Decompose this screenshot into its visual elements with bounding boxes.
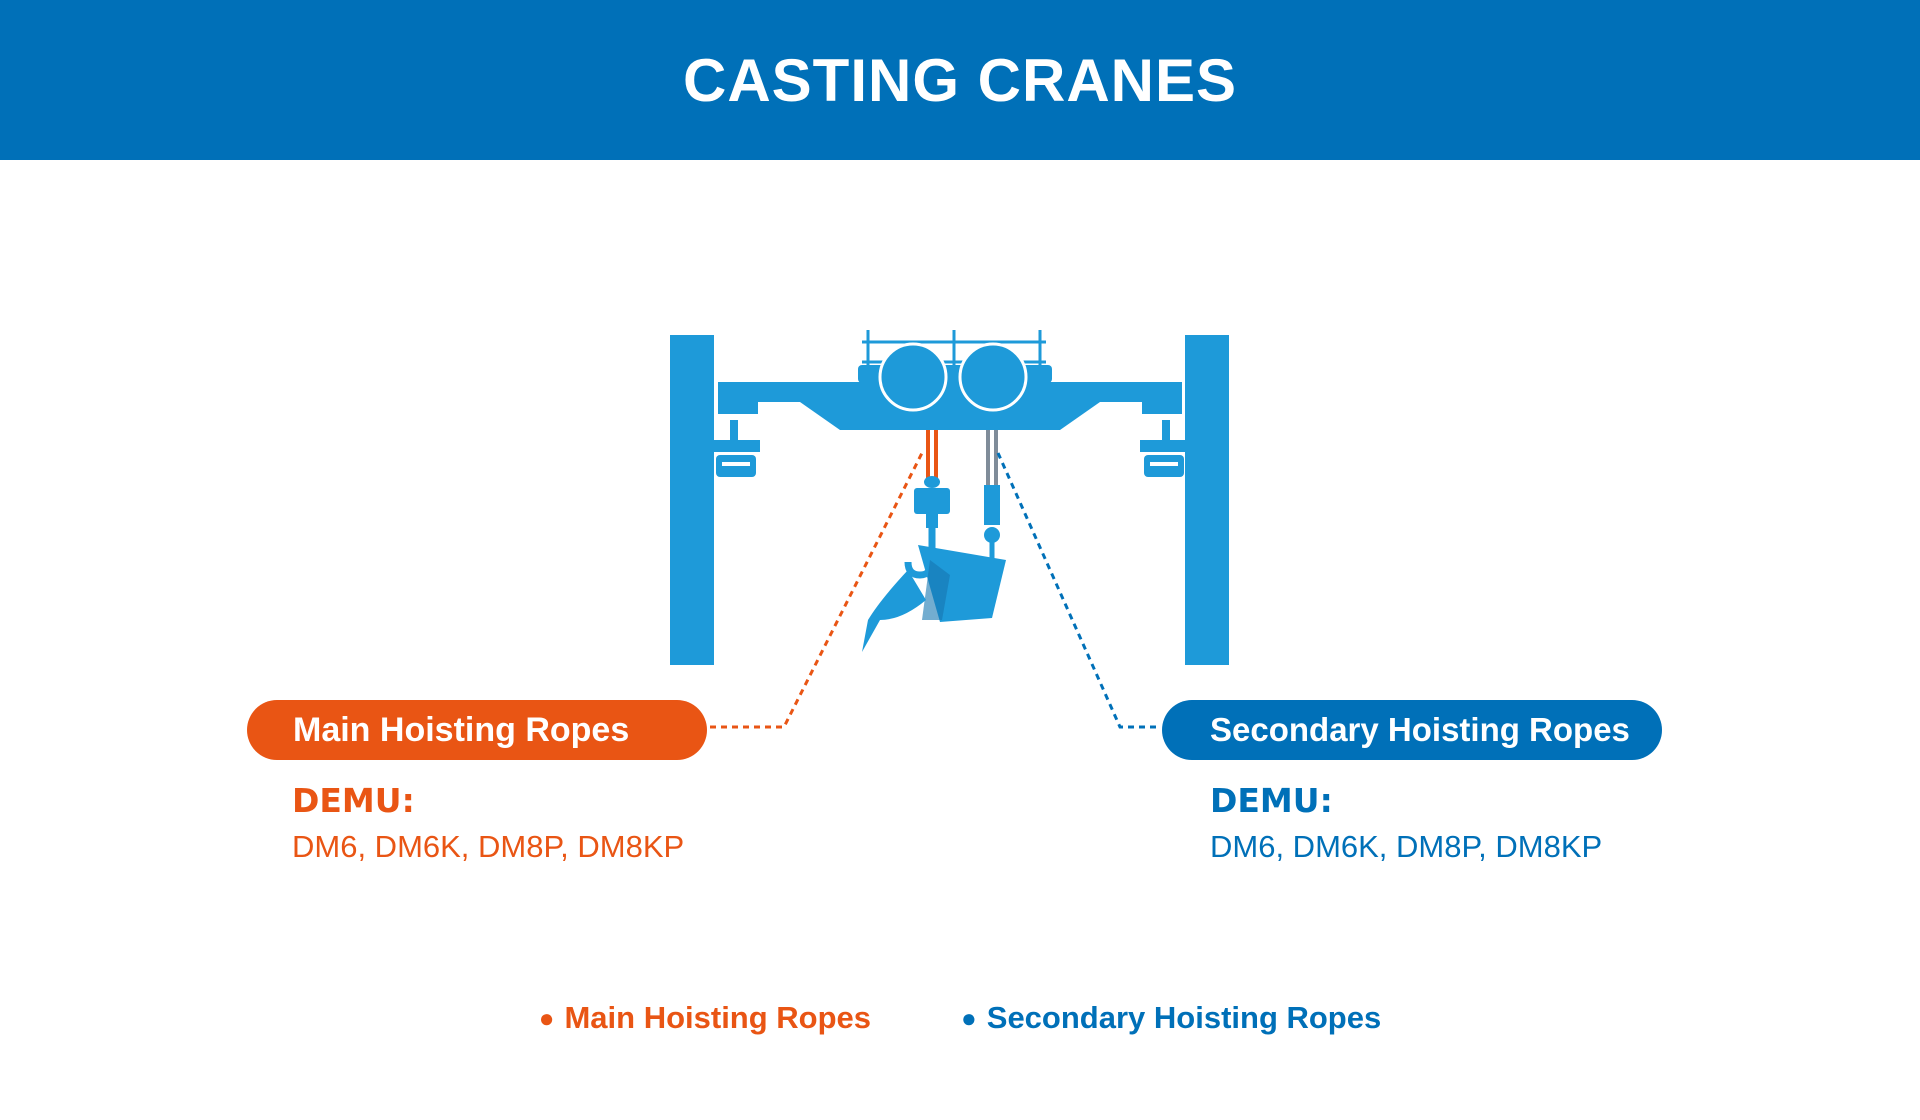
main-models-list: DM6, DM6K, DM8P, DM8KP bbox=[292, 829, 685, 864]
legend-label-main: Main Hoisting Ropes bbox=[564, 1000, 872, 1035]
main-rope-lines bbox=[926, 430, 938, 478]
left-end-truck bbox=[714, 392, 760, 477]
secondary-models-list: DM6, DM6K, DM8P, DM8KP bbox=[1210, 829, 1603, 864]
secondary-ropes-callout-label: Secondary Hoisting Ropes bbox=[1210, 711, 1630, 748]
bridge-girder bbox=[718, 382, 1182, 430]
main-hoist-drum bbox=[878, 342, 948, 412]
title-banner: CASTING CRANES bbox=[0, 0, 1920, 160]
right-end-truck bbox=[1140, 392, 1186, 477]
trolley bbox=[858, 330, 1052, 412]
secondary-hoist-drum bbox=[958, 342, 1028, 412]
legend-dot-secondary-icon: ● bbox=[961, 1002, 977, 1033]
secondary-hook bbox=[984, 485, 1000, 560]
main-brand-label: DEMU: bbox=[292, 781, 415, 820]
legend-item-main: ● Main Hoisting Ropes bbox=[539, 1000, 871, 1036]
left-column bbox=[670, 335, 714, 665]
secondary-rope-lines bbox=[986, 430, 998, 485]
main-ropes-callout-label: Main Hoisting Ropes bbox=[293, 710, 630, 749]
ladle bbox=[862, 545, 1006, 652]
legend: ● Main Hoisting Ropes ● Secondary Hoisti… bbox=[0, 1000, 1920, 1036]
legend-label-secondary: Secondary Hoisting Ropes bbox=[986, 1000, 1382, 1035]
right-column bbox=[1185, 335, 1229, 665]
main-callout-leader bbox=[710, 452, 924, 729]
secondary-brand-label: DEMU: bbox=[1210, 781, 1333, 820]
page-title: CASTING CRANES bbox=[682, 46, 1238, 114]
main-ropes-callout: Main Hoisting Ropes bbox=[247, 700, 707, 760]
secondary-ropes-callout: Secondary Hoisting Ropes bbox=[1162, 700, 1662, 760]
secondary-callout-leader bbox=[996, 452, 1156, 729]
legend-item-secondary: ● Secondary Hoisting Ropes bbox=[961, 1000, 1381, 1036]
legend-dot-main-icon: ● bbox=[538, 1002, 555, 1033]
main-ropes-products: DEMU: DM6, DM6K, DM8P, DM8KP bbox=[292, 778, 684, 870]
secondary-ropes-products: DEMU: DM6, DM6K, DM8P, DM8KP bbox=[1210, 778, 1602, 870]
